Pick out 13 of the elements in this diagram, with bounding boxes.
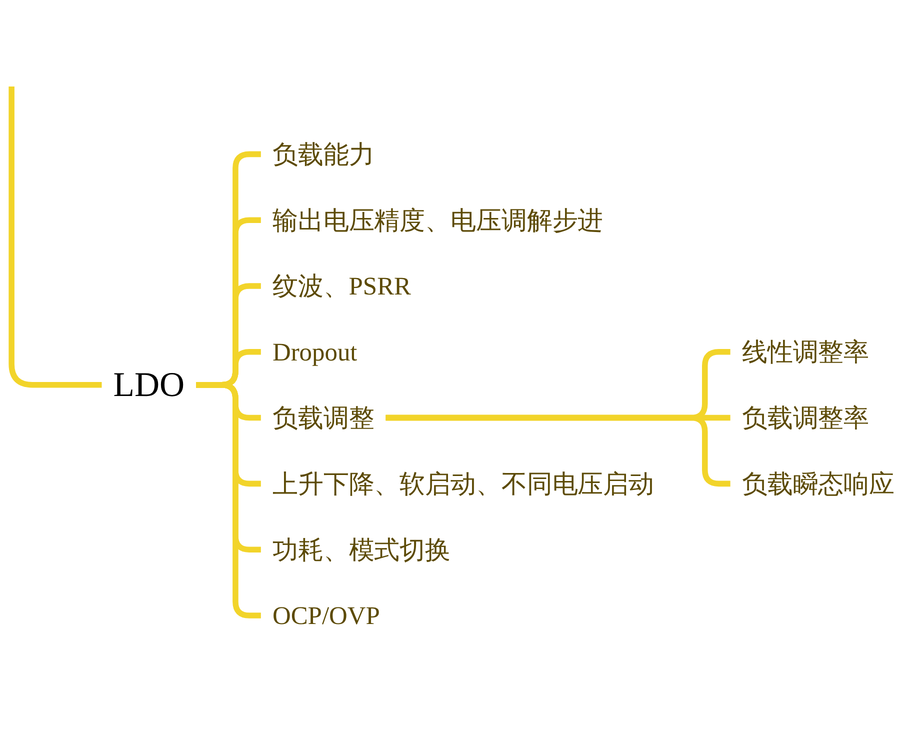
- topic-label: 纹波、PSRR: [263, 262, 420, 310]
- central-topic: LDO: [104, 354, 194, 416]
- topic-label: 负载瞬态响应: [732, 460, 904, 508]
- topic-label: OCP/OVP: [263, 592, 390, 640]
- topic-label: 负载调整: [263, 394, 384, 442]
- topic-label: 功耗、模式切换: [263, 526, 460, 574]
- branch-line: [8, 86, 102, 388]
- topic-label: 负载能力: [263, 130, 384, 178]
- topic-label: 负载调整率: [732, 394, 878, 442]
- topic-label: Dropout: [263, 328, 366, 376]
- topic-label: 线性调整率: [732, 328, 878, 376]
- topic-label: 上升下降、软启动、不同电压启动: [263, 460, 664, 508]
- topic-label: 输出电压精度、电压调解步进: [263, 196, 612, 244]
